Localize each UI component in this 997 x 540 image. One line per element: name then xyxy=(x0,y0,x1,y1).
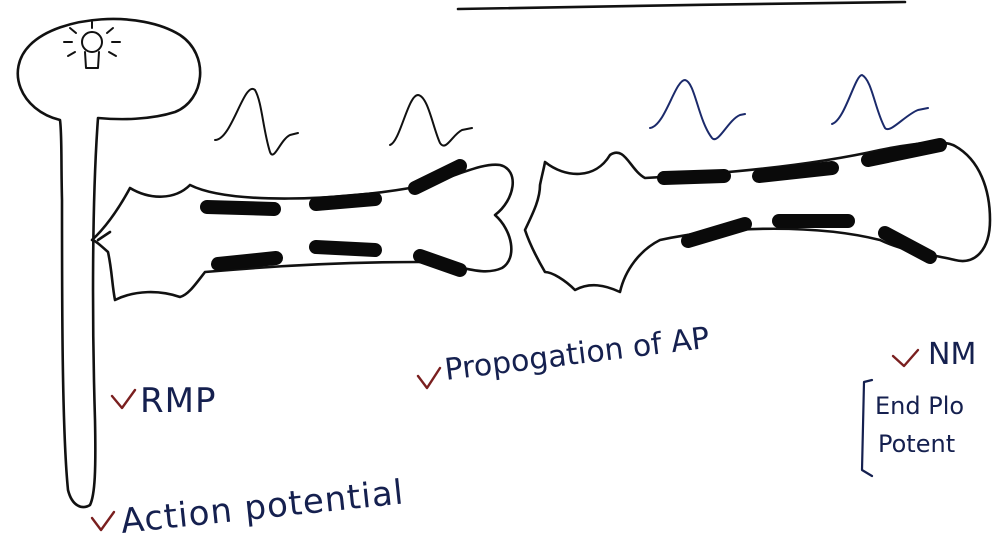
label-rmp: RMP xyxy=(140,381,216,421)
action-potential-wave xyxy=(389,94,473,147)
check-mark-icon xyxy=(891,348,920,368)
myelin-sheath xyxy=(309,240,382,257)
label-propagation: Propogation of AP xyxy=(443,321,712,388)
myelin-sheath xyxy=(861,138,947,167)
myelin-sheath xyxy=(211,251,283,271)
neuron-cell-body xyxy=(16,17,202,509)
myelin-sheath xyxy=(408,159,467,195)
label-end-plate-2: Potent xyxy=(878,430,955,458)
label-end-plate-1: End Plo xyxy=(875,392,964,420)
header-underline xyxy=(456,0,907,11)
fiber-segment-1 xyxy=(90,163,515,302)
action-potential-wave xyxy=(831,74,929,131)
label-nm: NM xyxy=(928,337,976,372)
fiber-segment-2 xyxy=(523,141,992,294)
myelin-sheath xyxy=(413,249,467,277)
check-mark-icon xyxy=(110,388,137,410)
check-mark-icon xyxy=(90,510,116,532)
myelin-sheath xyxy=(657,169,731,185)
axon-connector xyxy=(96,230,112,242)
lightbulb-icon xyxy=(63,21,121,69)
check-mark-icon xyxy=(416,366,442,390)
myelin-sheath xyxy=(200,200,281,216)
myelin-sheath xyxy=(309,192,382,211)
bracket xyxy=(860,378,874,478)
action-potential-wave xyxy=(649,79,746,141)
action-potential-wave xyxy=(214,87,299,156)
label-action-potential: Action potential xyxy=(119,472,406,540)
myelin-sheath xyxy=(878,226,937,264)
myelin-sheath xyxy=(752,161,839,183)
myelin-sheath xyxy=(681,217,752,248)
